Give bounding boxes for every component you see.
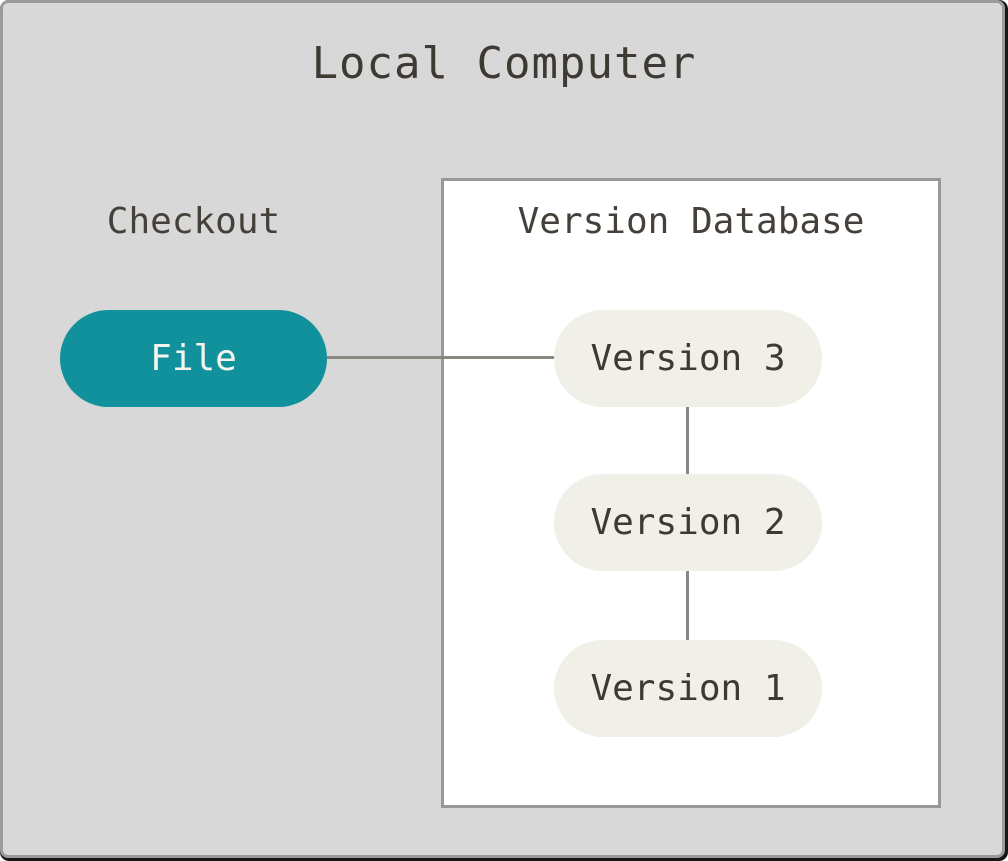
file-node: File	[60, 310, 327, 407]
checkout-label: Checkout	[106, 201, 281, 242]
connector-file-to-version3	[327, 356, 555, 359]
version-database-title: Version Database	[517, 201, 865, 242]
version3-node: Version 3	[554, 310, 822, 407]
version3-node-label: Version 3	[590, 338, 786, 379]
version1-node-label: Version 1	[590, 668, 786, 709]
connector-version2-to-version1	[686, 571, 689, 641]
version1-node: Version 1	[554, 640, 822, 737]
file-node-label: File	[150, 338, 237, 379]
connector-version3-to-version2	[686, 407, 689, 475]
version2-node-label: Version 2	[590, 502, 786, 543]
diagram-title: Local Computer	[311, 38, 697, 89]
version2-node: Version 2	[554, 474, 822, 571]
